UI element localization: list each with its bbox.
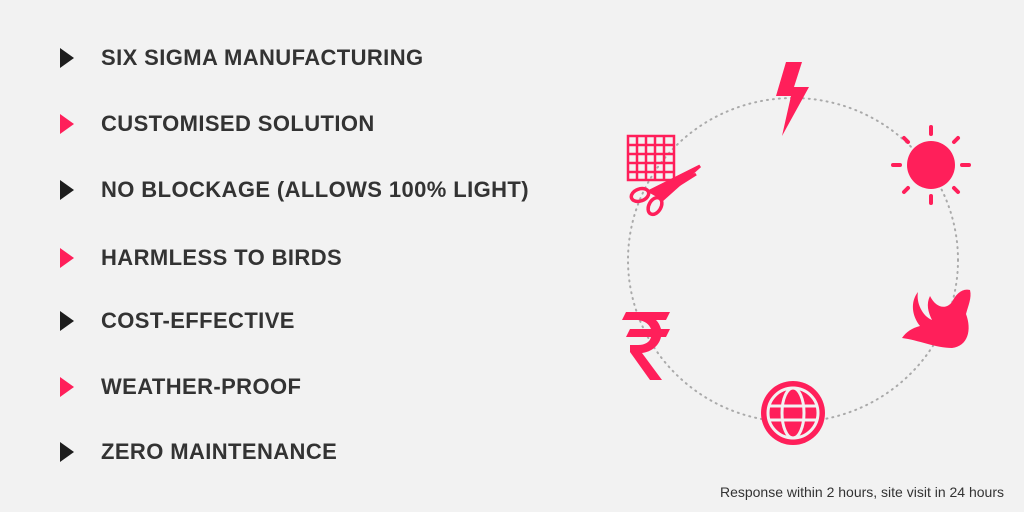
feature-item: ZERO MAINTENANCE — [60, 436, 337, 468]
lightning-icon — [776, 62, 809, 136]
feature-label: WEATHER-PROOF — [101, 374, 302, 399]
play-arrow-icon — [60, 311, 74, 331]
feature-item: HARMLESS TO BIRDS — [60, 242, 342, 274]
globe-icon — [761, 381, 825, 445]
feature-item: COST-EFFECTIVE — [60, 305, 295, 337]
net-scissors-icon — [626, 134, 702, 217]
feature-label: HARMLESS TO BIRDS — [101, 245, 343, 270]
footer-note: Response within 2 hours, site visit in 2… — [719, 484, 1004, 500]
feature-item: WEATHER-PROOF — [60, 371, 301, 403]
play-arrow-icon — [60, 442, 74, 462]
play-arrow-icon — [60, 248, 74, 268]
play-arrow-icon — [60, 48, 74, 68]
rupee-icon — [622, 312, 670, 380]
feature-item: NO BLOCKAGE (ALLOWS 100% LIGHT) — [60, 174, 529, 206]
feature-label: COST-EFFECTIVE — [101, 308, 295, 333]
feature-label: CUSTOMISED SOLUTION — [101, 111, 375, 136]
feature-label: ZERO MAINTENANCE — [101, 439, 338, 464]
play-arrow-icon — [60, 180, 74, 200]
play-arrow-icon — [60, 114, 74, 134]
feature-label: SIX SIGMA MANUFACTURING — [101, 45, 424, 70]
play-arrow-icon — [60, 377, 74, 397]
feature-item: CUSTOMISED SOLUTION — [60, 108, 375, 140]
feature-list: SIX SIGMA MANUFACTURING CUSTOMISED SOLUT… — [60, 42, 529, 468]
feature-item: SIX SIGMA MANUFACTURING — [60, 42, 424, 74]
bird-icon — [902, 289, 971, 348]
feature-label: NO BLOCKAGE (ALLOWS 100% LIGHT) — [101, 177, 529, 202]
icon-ring — [622, 62, 971, 445]
dotted-ring — [627, 97, 959, 423]
sun-icon — [891, 125, 971, 205]
